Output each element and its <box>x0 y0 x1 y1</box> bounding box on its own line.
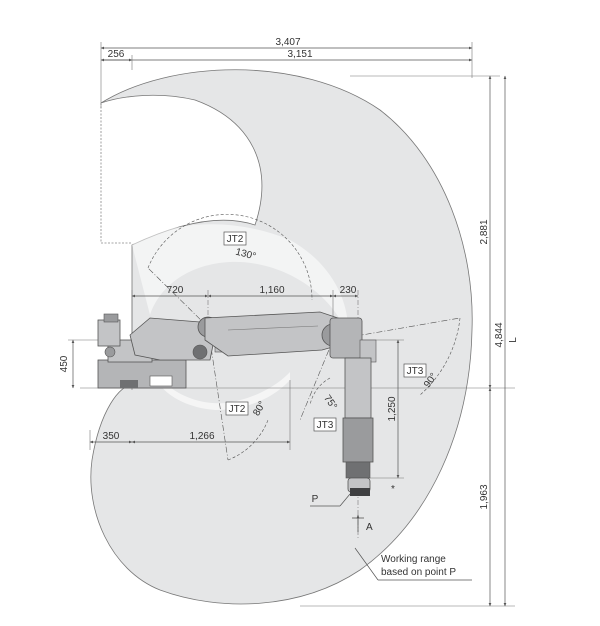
jt2-upper-limit-line <box>147 267 209 328</box>
dim-wrist-length: 1,250 <box>387 396 398 421</box>
note-line1: Working range <box>381 554 446 565</box>
view-a-label: A <box>366 522 373 533</box>
robot-base <box>97 313 187 389</box>
dim-base-height: 450 <box>59 355 70 372</box>
jt2-upper-label-group: JT2 130° <box>223 231 257 263</box>
inner-reach-area <box>132 224 349 335</box>
robot-wrist <box>342 357 374 496</box>
jt3-upper-label: JT3 <box>407 366 424 377</box>
dim-total-height: 4,844 <box>494 322 505 347</box>
jt3-upper-limit-line <box>332 317 461 341</box>
inner-reach-lower <box>160 372 290 410</box>
jt3-lower-limit-line <box>299 339 334 421</box>
rear-cutout-outline <box>100 103 132 244</box>
jt2-upper-arc <box>147 214 313 301</box>
dim-arm2-length: 1,160 <box>259 285 284 296</box>
note-line2: based on point P <box>381 567 456 578</box>
star-marker: * <box>391 484 395 495</box>
jt2-lower-label: JT2 <box>229 404 246 415</box>
dim-base-offset: 256 <box>108 49 125 60</box>
note-leader <box>354 547 379 581</box>
dim-rear-offset: 350 <box>103 431 120 442</box>
robot-upper-arm <box>204 311 377 363</box>
jt3-lower-arc <box>309 377 331 406</box>
dim-overall-width: 3,407 <box>275 37 300 48</box>
jt2-upper-label: JT2 <box>227 234 244 245</box>
dim-arm1-length: 720 <box>167 285 184 296</box>
jt2-lower-label-group: JT2 80° <box>225 399 268 418</box>
dim-upper-height: 2,881 <box>479 219 490 244</box>
dim-lower-height: 1,963 <box>479 484 490 509</box>
dim-wrist-offset: 230 <box>340 285 357 296</box>
dim-inner-radius: 1,266 <box>189 431 214 442</box>
jt2-upper-angle: 130° <box>234 247 257 263</box>
dim-reach-width: 3,151 <box>287 49 312 60</box>
jt2-lower-arc <box>227 419 269 461</box>
point-p-leader-diag <box>339 493 351 507</box>
jt3-lower-label: JT3 <box>317 420 334 431</box>
point-p-label: P <box>312 494 319 505</box>
dim-l-label: L <box>508 337 519 343</box>
rear-cutout <box>101 103 132 243</box>
